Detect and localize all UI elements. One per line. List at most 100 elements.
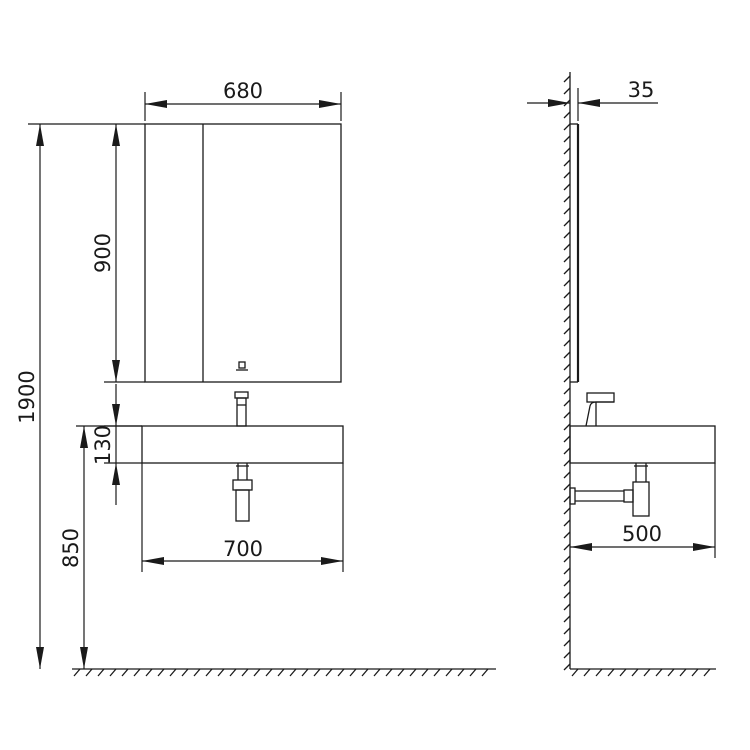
label-900: 900 (91, 233, 115, 273)
label-680: 680 (223, 79, 263, 103)
floor-hatch-mark (205, 668, 213, 677)
dim-basin-width: 700 (141, 463, 344, 572)
label-700: 700 (223, 537, 263, 561)
wall-hatch-mark (563, 303, 571, 311)
floor-hatch-mark (253, 668, 261, 677)
wall-hatch-mark (563, 291, 571, 299)
wall-hatch-mark (563, 471, 571, 479)
floor-hatch-mark (619, 668, 627, 677)
wall-hatch-mark (563, 495, 571, 503)
floor-hatch-mark (397, 668, 405, 677)
floor-hatch-mark (679, 668, 687, 677)
wall-hatch-mark (563, 327, 571, 335)
front-faucet (234, 391, 249, 427)
wall-hatch-mark (563, 459, 571, 467)
wall-hatch-mark (563, 435, 571, 443)
wall-hatch-mark (563, 255, 571, 263)
floor-hatch-mark (73, 668, 81, 677)
label-35: 35 (628, 78, 655, 102)
floor-hatch-mark (667, 668, 675, 677)
floor-hatch-mark (691, 668, 699, 677)
floor-hatch-mark (265, 668, 273, 677)
floor-hatch-mark (571, 668, 579, 677)
wall-hatch-mark (563, 135, 571, 143)
floor-hatch-mark (229, 668, 237, 677)
floor-hatch-mark (133, 668, 141, 677)
side-floor (570, 668, 716, 677)
wall-hatch-mark (563, 399, 571, 407)
dim-cabinet-height: 900 (91, 124, 145, 383)
floor-hatch-mark (703, 668, 711, 677)
dim-basin-depth: 500 (570, 463, 716, 558)
side-wall (563, 72, 571, 671)
wall-hatch-mark (563, 147, 571, 155)
wall-hatch-mark (563, 363, 571, 371)
wall-hatch-mark (563, 243, 571, 251)
wall-hatch-mark (563, 531, 571, 539)
floor-hatch-mark (643, 668, 651, 677)
floor-hatch-mark (349, 668, 357, 677)
floor-hatch-mark (121, 668, 129, 677)
wall-hatch-mark (563, 447, 571, 455)
wall-hatch-mark (563, 615, 571, 623)
wall-hatch-mark (563, 279, 571, 287)
floor-hatch-mark (289, 668, 297, 677)
floor-hatch-mark (301, 668, 309, 677)
label-500: 500 (622, 522, 662, 546)
wall-hatch-mark (563, 159, 571, 167)
floor-hatch-mark (109, 668, 117, 677)
label-130: 130 (91, 425, 115, 465)
floor-hatch-mark (409, 668, 417, 677)
mirror-cabinet (144, 123, 342, 383)
front-floor (72, 668, 496, 677)
wall-hatch-mark (563, 231, 571, 239)
side-view: 35 500 (527, 72, 716, 677)
floor-hatch-mark (631, 668, 639, 677)
cabinet-light-switch-icon (236, 361, 248, 371)
floor-hatch-mark (583, 668, 591, 677)
dim-cabinet-depth: 35 (527, 78, 658, 121)
floor-hatch-mark (655, 668, 663, 677)
label-850: 850 (59, 528, 83, 568)
floor-hatch-mark (157, 668, 165, 677)
wall-hatch-mark (563, 123, 571, 131)
wall-hatch-mark (563, 567, 571, 575)
floor-hatch-mark (241, 668, 249, 677)
floor-hatch-mark (433, 668, 441, 677)
wall-hatch-mark (563, 315, 571, 323)
wall-hatch-mark (563, 171, 571, 179)
dim-cabinet-width: 680 (144, 79, 342, 121)
floor-hatch-mark (193, 668, 201, 677)
dim-basin-height: 850 (59, 425, 142, 669)
floor-hatch-mark (445, 668, 453, 677)
label-1900: 1900 (15, 370, 39, 423)
wall-hatch-mark (563, 639, 571, 647)
floor-hatch-mark (607, 668, 615, 677)
wall-hatch-mark (563, 375, 571, 383)
wall-hatch-mark (563, 507, 571, 515)
floor-hatch-mark (169, 668, 177, 677)
floor-hatch-mark (217, 668, 225, 677)
wall-hatch-mark (563, 219, 571, 227)
wall-hatch-mark (563, 483, 571, 491)
wall-hatch-mark (563, 627, 571, 635)
floor-hatch-mark (457, 668, 465, 677)
wall-hatch-mark (563, 267, 571, 275)
floor-hatch-mark (145, 668, 153, 677)
floor-hatch-mark (595, 668, 603, 677)
wall-hatch-mark (563, 207, 571, 215)
wall-hatch-mark (563, 183, 571, 191)
floor-hatch-mark (313, 668, 321, 677)
side-faucet (585, 392, 615, 427)
floor-hatch-mark (181, 668, 189, 677)
floor-hatch-mark (373, 668, 381, 677)
floor-hatch-mark (337, 668, 345, 677)
floor-hatch-mark (481, 668, 489, 677)
wall-hatch-mark (563, 591, 571, 599)
floor-hatch-mark (85, 668, 93, 677)
basin (141, 425, 344, 464)
side-mirror-cabinet (570, 123, 580, 383)
wall-hatch-mark (563, 555, 571, 563)
front-view: 680 1900 900 130 (15, 79, 496, 677)
